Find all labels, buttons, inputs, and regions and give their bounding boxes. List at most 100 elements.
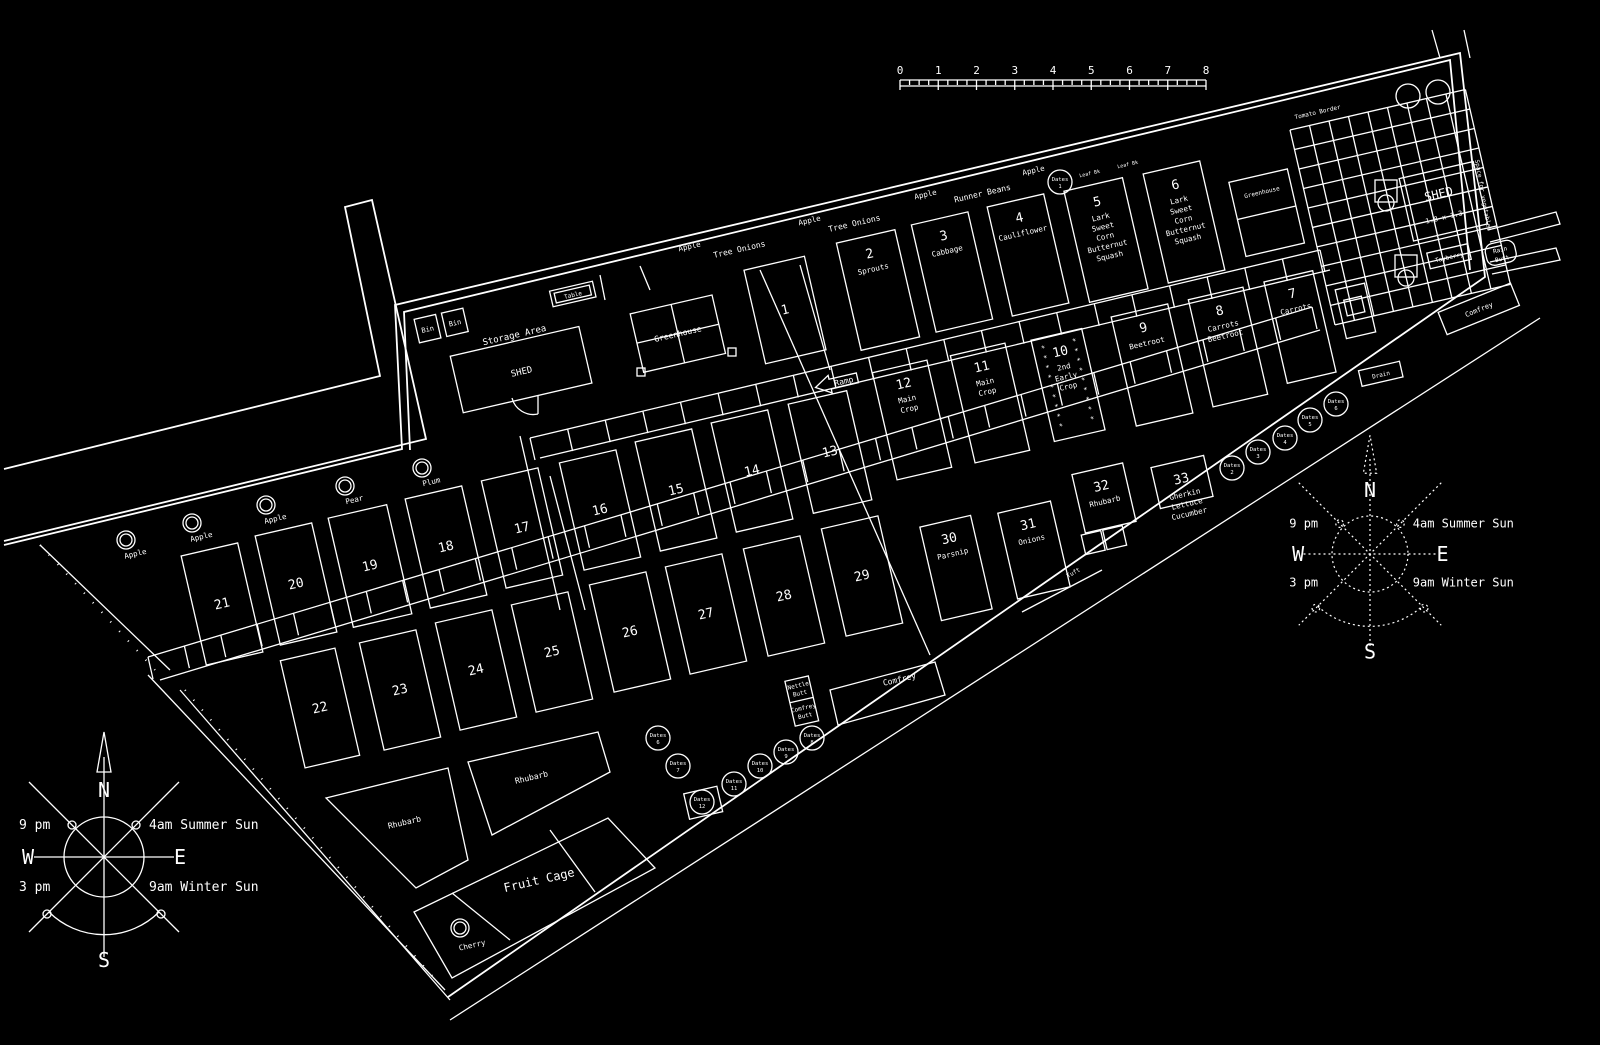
tree-apple: Apple <box>256 495 288 526</box>
bed-10-outline <box>1030 327 1106 443</box>
bed-30-crop: Parsnip <box>936 546 969 562</box>
path-tile-joint <box>911 427 918 450</box>
path-tile-joint <box>1274 317 1282 341</box>
date-palm-number: 8 <box>810 740 813 746</box>
bed-11-crop: Main <box>975 376 995 389</box>
grid-line <box>1321 225 1498 268</box>
grid-line <box>1334 283 1511 326</box>
path-tile-joint <box>792 375 799 398</box>
path-tile-joint <box>1319 249 1326 273</box>
bed-13-outline <box>787 389 873 515</box>
compass-n: N <box>1364 478 1376 502</box>
bed-17-outline <box>480 467 564 589</box>
tomato-border-label: Tomato Border <box>1294 104 1342 121</box>
compass-n: N <box>98 778 110 802</box>
bin-2-label: Bin <box>448 318 462 329</box>
date-palm-label: Dates <box>1302 415 1319 421</box>
plant-mark: * <box>1085 396 1091 405</box>
compass-w: W <box>22 845 35 869</box>
path-tile-joint <box>1056 312 1063 335</box>
tree-trunk <box>256 495 276 515</box>
tree-label: Cherry <box>458 938 487 953</box>
path-tile-joint <box>220 634 227 658</box>
path-tile-joint <box>656 503 663 527</box>
grid-line <box>1289 88 1466 131</box>
north-arrow <box>96 731 112 773</box>
nettle-comfrey-butts: Nettle Butt Comfrey Butt <box>784 675 820 727</box>
tree-label: Pear <box>345 493 365 506</box>
bed-32-box <box>1101 524 1128 551</box>
date-palm-number: 1 <box>1058 184 1061 190</box>
date-palm-circle <box>1323 391 1349 417</box>
path-tile-joint <box>1165 350 1173 373</box>
bed-6-number: 6 <box>1170 177 1181 193</box>
comfrey-bottom-label: Comfrey <box>882 671 917 687</box>
tree-trunk <box>259 498 273 512</box>
bed-17: 17 <box>480 467 564 589</box>
bed-32-box <box>1080 529 1106 556</box>
border-crops: Tree Onions Tree Onions Runner Beans Lea… <box>713 160 1139 260</box>
date-palm-circle <box>773 739 799 765</box>
compass-3pm: 3 pm <box>19 880 50 895</box>
compass-diagonal <box>28 781 180 933</box>
bed-23-outline <box>358 629 442 751</box>
bed-12-crop: Crop <box>900 402 920 415</box>
bed-9-number: 9 <box>1138 320 1149 336</box>
bed-5-crop: Corn <box>1095 230 1115 243</box>
paths <box>147 249 1331 681</box>
rhubarb-bed-1: Rhubarb <box>324 767 469 889</box>
path-tile-joint <box>802 459 809 483</box>
bed-30-outline <box>919 514 993 622</box>
path-tile-joint <box>692 492 700 516</box>
path-tile-joint <box>729 481 736 505</box>
bed-25: 25 <box>510 591 594 713</box>
bed-22: 22 <box>279 647 361 769</box>
tree-label: Apple <box>913 187 937 201</box>
path-tile-joint <box>474 558 482 581</box>
plant-mark: * <box>1056 412 1062 421</box>
path-tile-joint <box>905 348 912 371</box>
date-palm-label: Dates <box>804 733 821 739</box>
bed-28-number: 28 <box>775 587 794 605</box>
compass-arc <box>48 911 160 936</box>
path-tile-joint <box>838 449 845 472</box>
path-tile-joint <box>642 410 649 434</box>
bed-12-crop: Main <box>897 393 917 406</box>
bed-12-outline <box>871 359 953 481</box>
path-tile-joint <box>947 416 954 439</box>
bed-33-outline <box>1150 454 1214 510</box>
tree-label: Plum <box>422 475 442 488</box>
comfrey-top-label: Comfrey <box>1464 301 1494 319</box>
bed-28-outline <box>742 535 826 657</box>
path-tile-joint <box>983 405 991 428</box>
date-palms: Dates1Dates2Dates3Dates4Dates5Dates6Date… <box>645 169 1349 821</box>
rain-butt-label-1: Rain <box>1492 245 1508 255</box>
bed-23: 23 <box>358 629 442 751</box>
rhubarb-bed-2: Rhubarb <box>467 731 611 836</box>
greenhouse-top-label: Greenhouse <box>1244 185 1281 200</box>
bed-17-number: 17 <box>513 519 532 537</box>
path-tile-joint <box>1056 383 1064 406</box>
bed-32-crop: Rhubarb <box>1088 493 1121 509</box>
plant-mark: * <box>1058 422 1064 431</box>
bed-32-boxes <box>1080 524 1128 556</box>
fruit-cage: Fruit Cage <box>413 817 657 979</box>
date-palm-circle <box>645 725 671 751</box>
path-tile-joint <box>604 419 611 443</box>
bed-2-number: 2 <box>864 246 875 262</box>
scale-label: 5 <box>1088 64 1095 77</box>
nettle-butt-1: Nettle <box>787 680 810 692</box>
date-palm-label: Dates <box>1328 399 1345 405</box>
tuft-label: Tuft <box>1066 566 1082 579</box>
plant-mark: * <box>1074 347 1080 356</box>
compass-winter: 9am Winter Sun <box>149 880 259 895</box>
bed-10-plants: ****************** <box>1040 337 1095 431</box>
plant-mark: * <box>1078 366 1084 375</box>
bed-13-number: 13 <box>821 443 840 461</box>
tree-trunk <box>453 921 467 935</box>
bed-22-number: 22 <box>311 699 330 717</box>
